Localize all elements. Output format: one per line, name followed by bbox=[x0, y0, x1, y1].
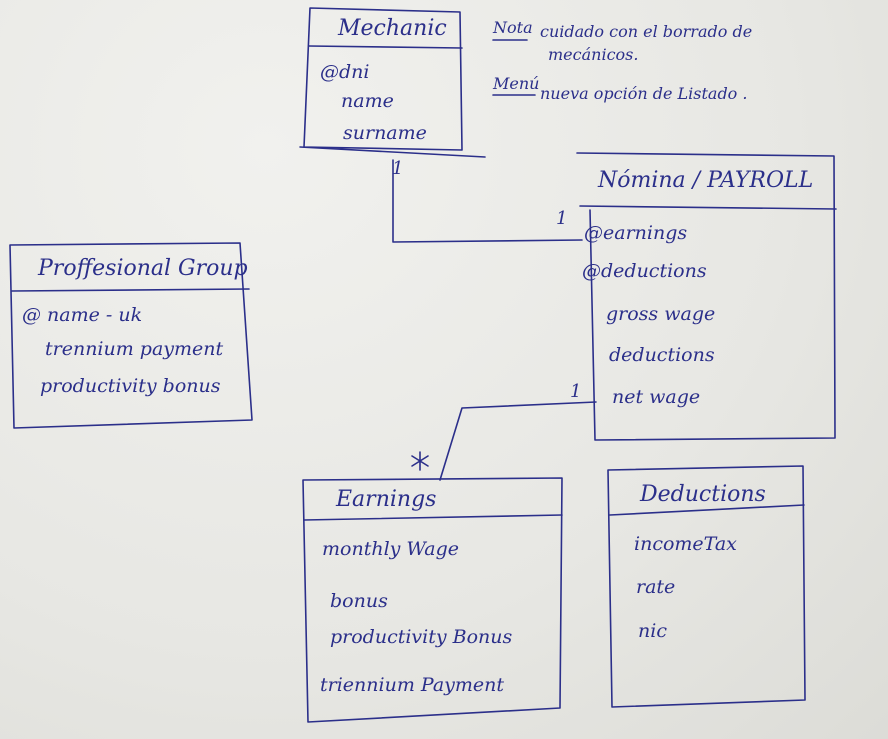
payroll-earnings-association bbox=[439, 401, 597, 481]
deductions-box-outline bbox=[607, 465, 806, 708]
professional-group-title-divider bbox=[11, 288, 250, 292]
mechanic-multiplicity: 1 bbox=[392, 158, 404, 179]
asterisk-mark bbox=[411, 451, 429, 471]
mechanic-payroll-association bbox=[392, 159, 583, 243]
deductions-attr-rate: rate bbox=[636, 576, 676, 598]
payroll-multiplicity-top: 1 bbox=[556, 208, 568, 229]
payroll-title-divider bbox=[579, 205, 837, 210]
earnings-attr-triennium-payment: triennium Payment bbox=[320, 674, 505, 696]
deductions-attr-nic: nic bbox=[638, 620, 667, 642]
note-label: Nota bbox=[493, 18, 533, 37]
payroll-attr-gross-wage: gross wage bbox=[606, 303, 716, 325]
earnings-title-divider bbox=[303, 514, 563, 521]
payroll-attr-earnings: @earnings bbox=[584, 222, 688, 244]
menu-label: Menú bbox=[493, 74, 540, 93]
payroll-attr-deductions: @deductions bbox=[582, 260, 707, 282]
payroll-title: Nómina / PAYROLL bbox=[598, 168, 814, 193]
payroll-attr-deductions-2: deductions bbox=[609, 344, 715, 366]
mechanic-attr-dni: @dni bbox=[320, 61, 370, 83]
payroll-attr-net-wage: net wage bbox=[612, 386, 701, 408]
professional-group-box-outline bbox=[9, 242, 253, 429]
note-text-continued: mecánicos. bbox=[548, 45, 639, 64]
professional-group-attr-productivity: productivity bonus bbox=[40, 375, 221, 397]
earnings-box-outline bbox=[302, 477, 563, 723]
payroll-box-outline bbox=[576, 152, 836, 441]
professional-group-title: Proffesional Group bbox=[38, 256, 248, 281]
deductions-attr-income-tax: incomeTax bbox=[634, 533, 737, 555]
menu-text: nueva opción de Listado . bbox=[540, 84, 748, 103]
mechanic-attr-name: name bbox=[341, 90, 394, 112]
deductions-title: Deductions bbox=[640, 482, 766, 507]
earnings-title: Earnings bbox=[336, 487, 437, 512]
mechanic-attr-surname: surname bbox=[343, 122, 427, 144]
deductions-title-divider bbox=[609, 504, 805, 516]
note-text: cuidado con el borrado de bbox=[540, 22, 753, 41]
earnings-attr-monthly-wage: monthly Wage bbox=[322, 538, 460, 560]
mechanic-bottom-line bbox=[299, 146, 486, 158]
professional-group-attr-name-uk: @ name - uk bbox=[22, 304, 143, 326]
mechanic-title: Mechanic bbox=[338, 16, 447, 41]
mechanic-box-outline bbox=[303, 7, 463, 151]
mechanic-title-divider bbox=[308, 45, 463, 49]
earnings-attr-bonus: bonus bbox=[330, 590, 388, 612]
payroll-multiplicity-bottom: 1 bbox=[570, 381, 582, 402]
earnings-attr-productivity-bonus: productivity Bonus bbox=[330, 626, 513, 648]
professional-group-attr-trennium: trennium payment bbox=[45, 338, 224, 360]
